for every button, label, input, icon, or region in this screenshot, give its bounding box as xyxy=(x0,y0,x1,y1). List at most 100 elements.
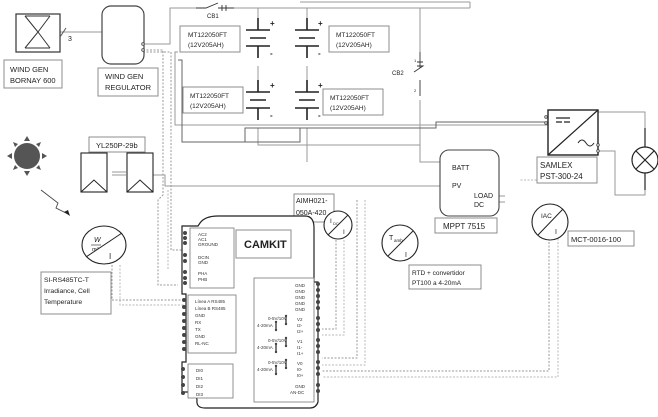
dc-current-sensor: AIMH021- 050A-420 I DC I xyxy=(293,193,353,240)
terminal-label: DI1 xyxy=(196,376,204,381)
pv-panels: YL250P-29b xyxy=(80,136,154,193)
battery-minus-label: - xyxy=(270,111,273,120)
sensor-output-label: I xyxy=(343,229,345,236)
temp-sensor-symbol: T xyxy=(389,235,394,242)
dc-sensor-label-line2: 050A-420 xyxy=(296,210,326,217)
terminal-label: TX xyxy=(195,327,201,332)
terminal-label: V1 xyxy=(297,339,303,344)
irradiance-label-box xyxy=(40,271,112,315)
battery-bank: + - + - + - + - MT122050FT (12V205AH) MT… xyxy=(179,18,390,120)
terminal-label: I2+ xyxy=(297,329,304,334)
mppt-port-dc: DC xyxy=(474,202,484,209)
battery-minus-label: - xyxy=(270,49,273,58)
camkit-title-box xyxy=(235,229,292,259)
battery-3: + - xyxy=(246,80,275,120)
terminal-label: Línea A RS485 xyxy=(195,299,226,304)
jumper-label: 4-20mA xyxy=(257,367,273,372)
terminal-label: DI3 xyxy=(196,392,204,397)
battery-2-model: MT122050FT xyxy=(336,32,375,39)
battery-1-spec: (12V205AH) xyxy=(188,42,224,49)
breaker-cb2: CB2 1 2 xyxy=(392,52,425,96)
jumper-label: 0-5V/10V xyxy=(268,316,287,321)
inverter-label-line1: SAMLEX xyxy=(540,161,573,170)
rs485-terminals: Línea A RS485 Línea B RS485 GND RX TX GN… xyxy=(182,298,226,351)
camkit-power-terminal-block xyxy=(189,227,235,289)
battery-label-box-3 xyxy=(182,86,244,114)
irradiance-sensor: W m² I SI-RS485TC-T Irradiance, Cell Tem… xyxy=(40,225,127,315)
terminal-label: GROUND xyxy=(198,242,219,247)
temp-sensor-label-box xyxy=(408,264,482,290)
battery-3-spec: (12V205AH) xyxy=(190,103,226,110)
battery-label-box-1 xyxy=(179,25,241,53)
signal-wires xyxy=(111,49,559,378)
pv-panel-icon xyxy=(80,152,108,193)
terminal-label: I1+ xyxy=(297,351,304,356)
battery-4-model: MT122050FT xyxy=(330,95,369,102)
terminal-label: AN-DC xyxy=(290,390,305,395)
range-jumpers: 0-5V/10V 4-20mA 0-5V/10V 4-20mA 0-5V/10V… xyxy=(257,314,288,376)
terminal-label: GND xyxy=(295,307,306,312)
camkit-analog-terminal-block xyxy=(253,277,315,403)
terminal-label: I2- xyxy=(297,323,303,328)
regulator-label-line1: WIND GEN xyxy=(105,72,143,81)
mppt-port-load: LOAD xyxy=(474,193,493,200)
mppt-block xyxy=(439,149,500,217)
jumper-label: 0-5V/10V xyxy=(268,360,287,365)
cb2-pin1-label: 1 xyxy=(414,58,417,63)
terminal-label: I1- xyxy=(297,345,303,350)
breaker-switch-icon xyxy=(413,52,425,96)
terminal-label: RX xyxy=(195,320,201,325)
wind-gen-label-box xyxy=(3,59,63,89)
battery-4-spec: (12V205AH) xyxy=(330,105,366,112)
ac-sensor-label: MCT-0016-100 xyxy=(571,235,621,244)
ac-current-sensor: IAC I MCT-0016-100 xyxy=(531,203,635,247)
ac-sensor-label-box xyxy=(567,230,635,247)
breaker-switch-icon xyxy=(196,2,234,11)
mppt-label-box xyxy=(434,217,498,234)
battery-2: + - xyxy=(295,18,323,58)
dc-sensor-label-line1: AIMH021- xyxy=(296,198,328,205)
terminal-label: GND xyxy=(195,334,206,339)
dc-sensor-symbol: I xyxy=(330,218,332,225)
terminal-label: GND xyxy=(295,301,306,306)
terminal-label: V0 xyxy=(297,361,303,366)
terminal-label: V2 xyxy=(297,317,303,322)
terminal-label: DCIN xyxy=(198,255,209,260)
regulator-label-box xyxy=(97,67,159,97)
terminal-label: DI2 xyxy=(196,384,204,389)
terminal-label: AC2 xyxy=(198,232,207,237)
camkit-board: CAMKIT AC2 AC1 GROUND DCIN GND PHA PHB L… xyxy=(181,215,320,409)
dc-symbol-icon xyxy=(556,117,570,123)
phase-count-label: 3 xyxy=(68,36,72,43)
temp-sensor-symbol-sub: amb xyxy=(394,238,403,243)
camkit-rs485-terminal-block xyxy=(187,294,237,354)
terminal-label: I0- xyxy=(297,367,303,372)
battery-1: + - xyxy=(246,18,275,58)
irradiance-arrow-icon xyxy=(40,189,70,216)
mppt-port-pv: PV xyxy=(452,183,462,190)
lamp-load xyxy=(631,128,658,190)
wind-turbine-icon xyxy=(15,13,61,53)
battery-3-model: MT122050FT xyxy=(190,93,229,100)
sensor-icon xyxy=(381,224,419,262)
pv-label-box xyxy=(88,136,146,153)
cb2-label: CB2 xyxy=(392,71,404,77)
terminal-label: DI0 xyxy=(196,368,204,373)
battery-1-model: MT122050FT xyxy=(188,32,227,39)
irradiance-label-line3: Temperature xyxy=(44,299,82,306)
terminal-label: GND xyxy=(295,384,306,389)
battery-plus-label: + xyxy=(270,81,275,90)
battery-plus-label: + xyxy=(318,81,323,90)
terminal-label: GND xyxy=(295,283,306,288)
regulator-label-line2: REGULATOR xyxy=(105,83,152,92)
temp-sensor-label-line1: RTD + convertidor xyxy=(412,270,466,277)
sensor-output-label: I xyxy=(405,252,407,259)
terminal-label: GND xyxy=(195,313,206,318)
jumper-label: 4-20mA xyxy=(257,345,273,350)
ac-symbol-icon xyxy=(577,139,595,147)
terminal-label: Línea B RS485 xyxy=(195,306,226,311)
battery-plus-label: + xyxy=(318,19,323,28)
camkit-title: CAMKIT xyxy=(244,239,287,251)
dc-sensor-symbol-sub: DC xyxy=(333,221,339,226)
mppt-port-batt: BATT xyxy=(452,165,470,172)
